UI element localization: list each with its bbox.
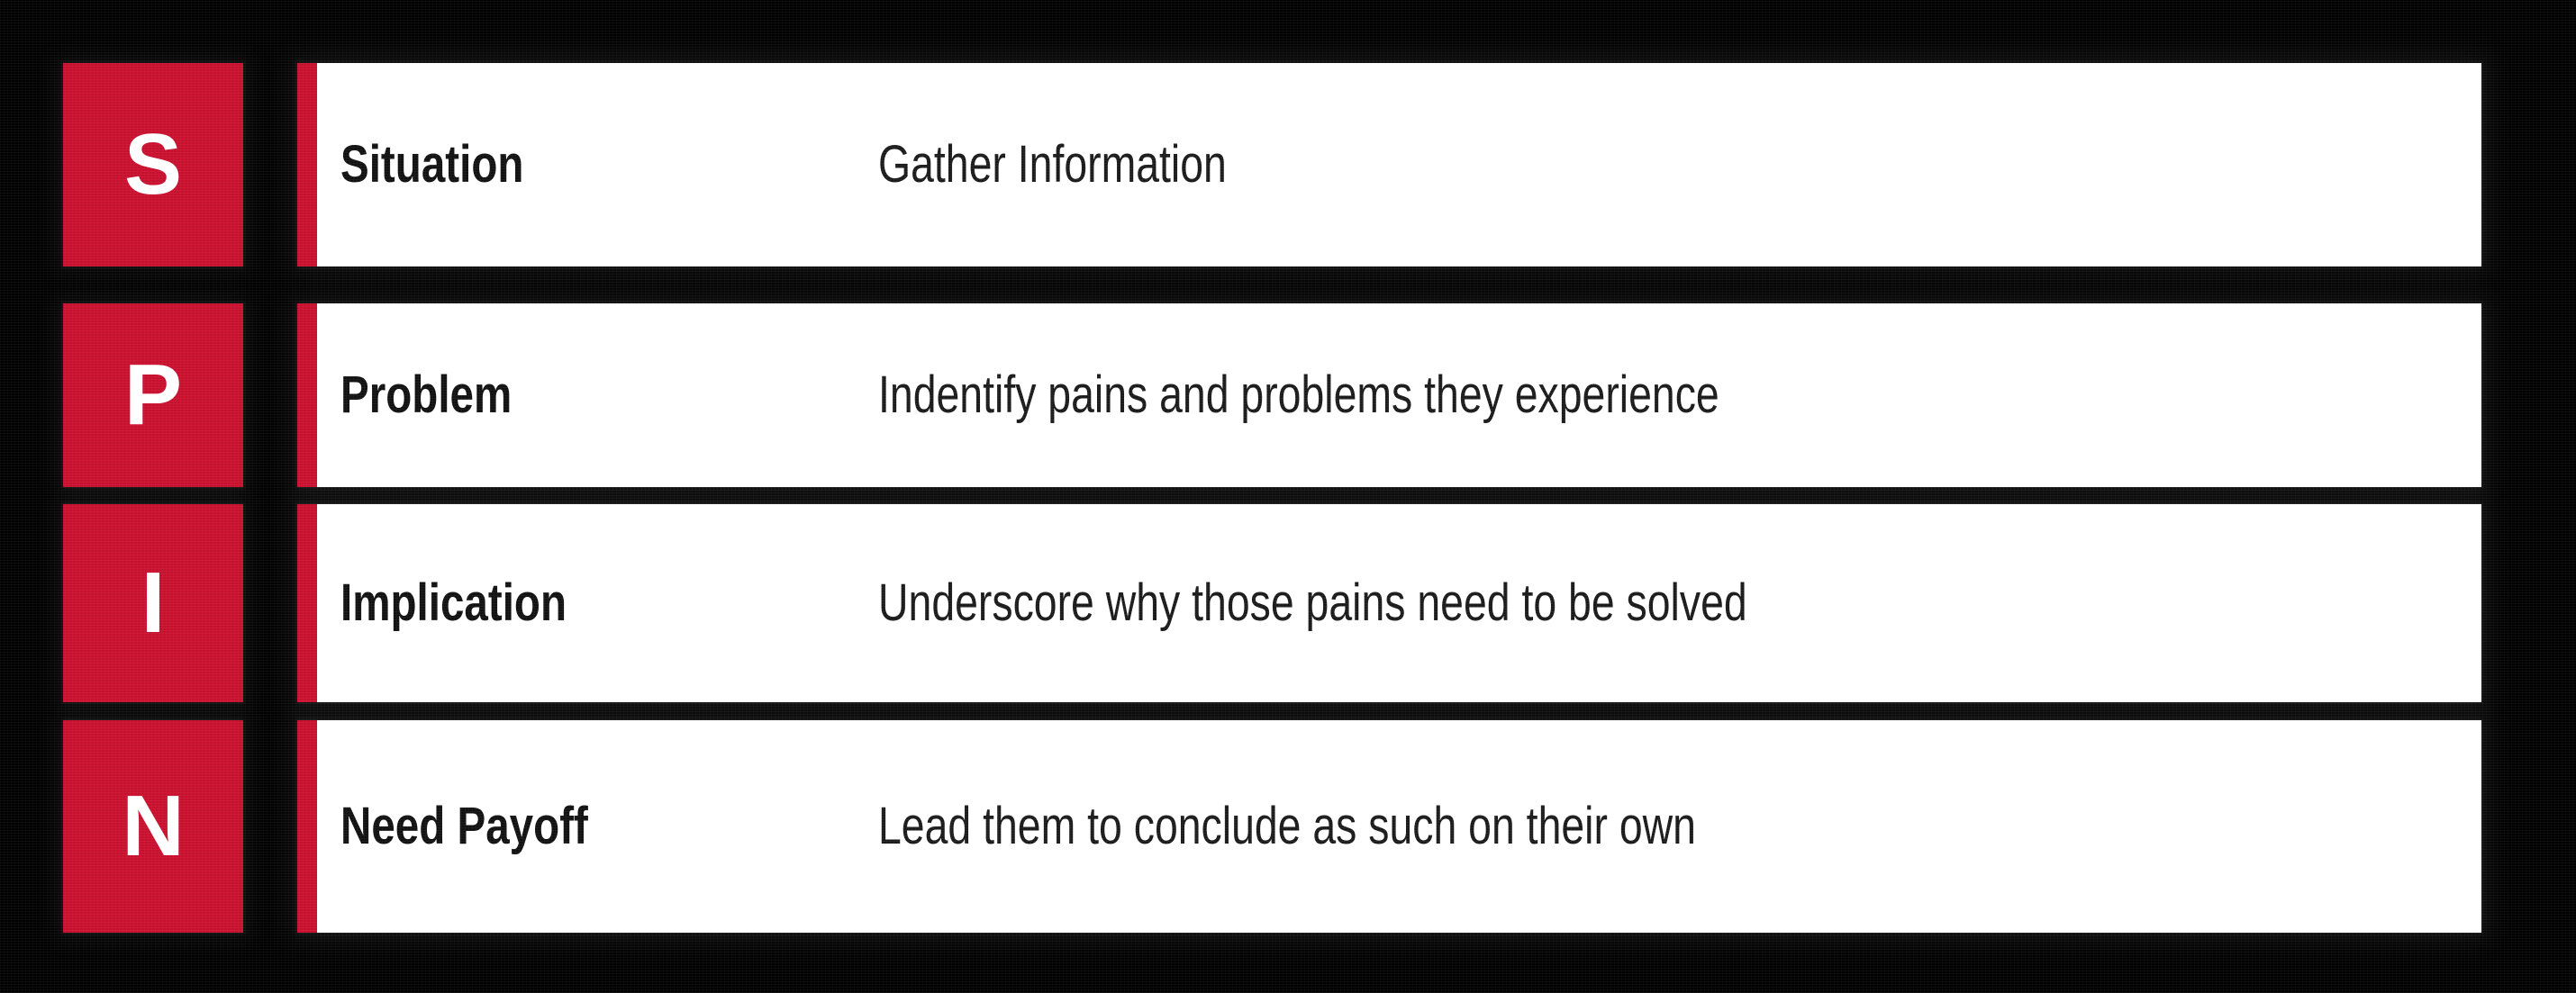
panel-description: Underscore why those pains need to be so… [878,573,1747,632]
panel-accent-stripe [297,720,317,933]
panel-description: Lead them to conclude as such on their o… [878,797,1696,855]
info-panel-implication: Implication Underscore why those pains n… [297,504,2481,702]
panel-title: Problem [340,366,512,424]
info-panel-situation: Situation Gather Information [297,63,2481,266]
panel-accent-stripe [297,504,317,702]
letter-tile-n: N [63,720,243,933]
letter-glyph: I [141,555,166,651]
info-panel-problem: Problem Indentify pains and problems the… [297,303,2481,487]
info-panel-need-payoff: Need Payoff Lead them to conclude as suc… [297,720,2481,933]
panel-description: Indentify pains and problems they experi… [878,366,1719,424]
panel-accent-stripe [297,63,317,266]
letter-glyph: S [123,116,183,212]
letter-tile-s: S [63,63,243,266]
panel-title: Need Payoff [340,797,588,855]
letter-tile-i: I [63,504,243,702]
panel-description: Gather Information [878,135,1227,194]
letter-glyph: N [122,778,185,874]
letter-glyph: P [123,347,183,443]
panel-accent-stripe [297,303,317,487]
panel-title: Implication [340,573,567,632]
letter-tile-p: P [63,303,243,487]
panel-title: Situation [340,135,524,194]
